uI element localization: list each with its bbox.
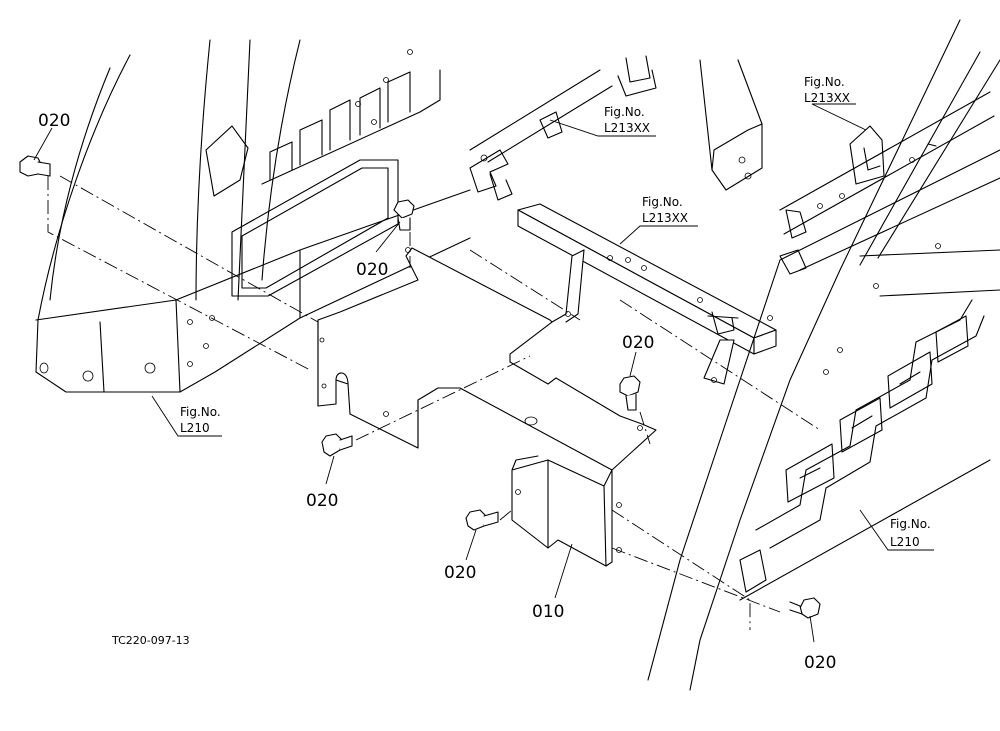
ref-l213-right-label: Fig.No. bbox=[804, 75, 845, 89]
callout-020-bottom-right: 020 bbox=[804, 653, 836, 673]
right-fender bbox=[647, 19, 1000, 691]
callout-020-upper: 020 bbox=[356, 260, 388, 280]
cross-beam bbox=[517, 203, 777, 355]
drawing-number: TC220-097-13 bbox=[111, 634, 190, 647]
bolt-center-right bbox=[619, 375, 643, 431]
bolt-bottom-right bbox=[789, 597, 821, 619]
assembly-centerlines bbox=[47, 175, 821, 630]
part-callouts: 020 020 020 020 020 010 020 bbox=[38, 111, 836, 673]
callout-020-top-left: 020 bbox=[38, 111, 70, 131]
bracket-010 bbox=[317, 247, 735, 567]
ref-l210-left-label: Fig.No. bbox=[180, 405, 221, 419]
callout-020-center: 020 bbox=[622, 333, 654, 353]
callout-020-front: 020 bbox=[444, 563, 476, 583]
ref-l210-right-label: Fig.No. bbox=[890, 517, 931, 531]
ref-l213-mid-label: Fig.No. bbox=[642, 195, 683, 209]
upper-center-frame bbox=[469, 55, 763, 201]
bolt-upper-bracket bbox=[393, 199, 415, 253]
ref-l213-top-label: Fig.No. bbox=[604, 105, 645, 119]
ref-l213-right-value: L213XX bbox=[804, 91, 850, 105]
bolt-top-left bbox=[19, 155, 51, 177]
figure-refs: Fig.No. L210 Fig.No. L213XX Fig.No. L213… bbox=[180, 75, 931, 549]
ref-l210-right-value: L210 bbox=[890, 535, 920, 549]
ref-l213-top-value: L213XX bbox=[604, 121, 650, 135]
bolt-front-skirt bbox=[465, 509, 499, 531]
leader-lines bbox=[33, 103, 934, 643]
bolt-lower-left bbox=[321, 433, 353, 457]
callout-010-bracket: 010 bbox=[532, 602, 564, 622]
ref-l210-left-value: L210 bbox=[180, 421, 210, 435]
callout-020-lower-left: 020 bbox=[306, 491, 338, 511]
ref-l213-mid-value: L213XX bbox=[642, 211, 688, 225]
left-fender bbox=[35, 39, 471, 393]
